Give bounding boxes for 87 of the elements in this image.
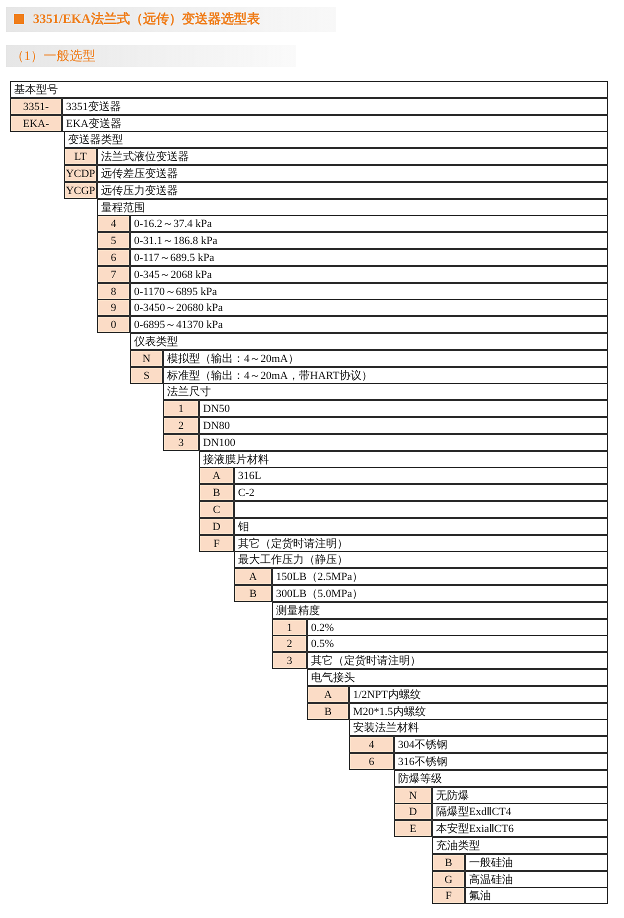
option-description: 一般硅油 [465,854,608,871]
option-code: 2 [163,417,199,434]
option-description: 3351变送器 [62,98,608,115]
option-code: A [199,467,234,484]
option-code: B [432,854,465,871]
option-description: 304不锈钢 [394,736,608,753]
option-description: 标准型（输出：4～20mA，带HART协议） [163,367,608,384]
option-code: B [234,585,272,602]
group-heading: 最大工作压力（静压） [234,551,608,568]
option-code: F [432,887,465,904]
option-description: 316不锈钢 [394,753,608,770]
option-description: 150LB（2.5MPa） [272,568,608,585]
option-description: EKA变送器 [62,115,608,132]
option-description: 0-6895～41370 kPa [130,316,608,333]
option-code: 6 [349,753,394,770]
option-code: 4 [97,215,130,232]
option-description: 其它（定货时请注明） [234,535,608,552]
option-code: A [307,686,349,703]
option-code: EKA- [10,115,62,132]
group-heading: 量程范围 [97,199,608,216]
option-code: N [130,350,163,367]
option-code: 4 [349,736,394,753]
option-code: D [199,518,234,535]
option-code: 7 [97,266,130,283]
option-code: 9 [97,299,130,316]
option-code: 3 [163,434,199,451]
option-code: A [234,568,272,585]
option-code: 0 [97,316,130,333]
option-code: 1 [163,400,199,417]
option-description: 本安型ExiaⅡCT6 [432,820,608,837]
option-description: 0-1170～6895 kPa [130,283,608,300]
option-code: N [394,787,432,804]
option-code: LT [64,148,97,165]
option-code: B [199,484,234,501]
option-description: 316L [234,467,608,484]
option-description: 法兰式液位变送器 [97,148,608,165]
option-code: D [394,803,432,820]
option-description: 0.5% [307,635,608,652]
option-code: YCGP [64,182,97,199]
option-description: 高温硅油 [465,871,608,888]
group-heading: 变送器类型 [64,131,608,148]
option-code: B [307,703,349,720]
option-description: M20*1.5内螺纹 [349,703,608,720]
option-description: 远传差压变送器 [97,165,608,182]
option-description: DN100 [199,434,608,451]
option-description: 0-31.1～186.8 kPa [130,232,608,249]
title: 3351/EKA法兰式（远传）变送器选型表 [32,11,260,27]
option-description: 0-117～689.5 kPa [130,249,608,266]
option-description: 0-345～2068 kPa [130,266,608,283]
option-description: 钼 [234,518,608,535]
option-code: E [394,820,432,837]
option-code: 2 [272,635,307,652]
option-description: 氟油 [465,887,608,904]
option-description: 隔爆型ExdⅡCT4 [432,803,608,820]
subtitle: （1）一般选型 [10,48,96,64]
option-description: 0-16.2～37.4 kPa [130,215,608,232]
option-description: 远传压力变送器 [97,182,608,199]
option-code: 1 [272,619,307,636]
option-code: C [199,501,234,518]
option-code: S [130,367,163,384]
option-code: 3 [272,652,307,669]
group-heading: 法兰尺寸 [163,383,608,400]
option-description: C-2 [234,484,608,501]
option-code: G [432,871,465,888]
group-heading: 电气接头 [307,669,608,686]
option-code: 8 [97,283,130,300]
option-description: 300LB（5.0MPa） [272,585,608,602]
option-description: 1/2NPT内螺纹 [349,686,608,703]
option-code: 6 [97,249,130,266]
option-description: 无防爆 [432,787,608,804]
group-heading: 仪表类型 [130,333,608,350]
option-code: YCDP [64,165,97,182]
option-code: 3351- [10,98,62,115]
option-description: 0.2% [307,619,608,636]
group-heading: 充油类型 [432,837,608,854]
group-heading: 安装法兰材料 [349,719,608,736]
group-heading: 基本型号 [10,81,608,98]
option-description: 模拟型（输出：4～20mA） [163,350,608,367]
option-description: 0-3450～20680 kPa [130,299,608,316]
option-description: DN50 [199,400,608,417]
group-heading: 防爆等级 [394,770,608,787]
option-description: 其它（定货时请注明） [307,652,608,669]
group-heading: 测量精度 [272,602,608,619]
option-description: DN80 [199,417,608,434]
option-code: F [199,535,234,552]
group-heading: 接液膜片材料 [199,451,608,468]
option-code: 5 [97,232,130,249]
